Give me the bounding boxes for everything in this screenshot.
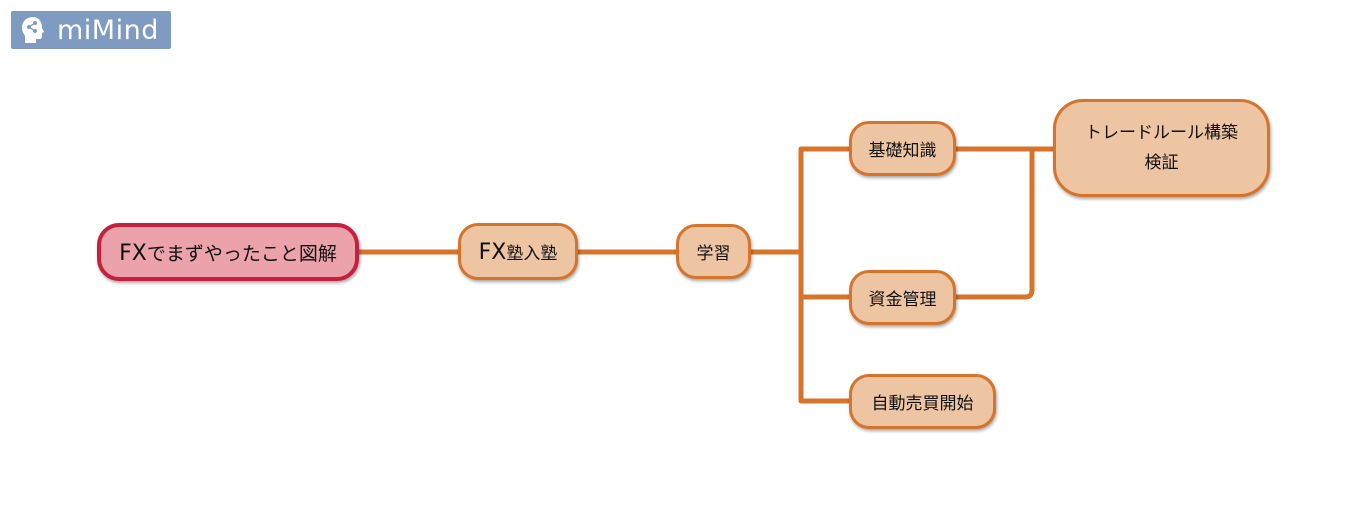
root-node-prefix: FX [119, 240, 147, 266]
node-jidou-baibai[interactable]: 自動売買開始 [849, 374, 996, 429]
node-fx-juku-prefix: FX [478, 239, 507, 265]
node-fx-juku[interactable]: FX塾入塾 [458, 223, 578, 280]
mimind-logo[interactable]: miMind [11, 11, 171, 49]
node-trade-rule-line1: トレードルール構築 [1085, 123, 1238, 143]
node-trade-rule-line2: 検証 [1144, 153, 1179, 173]
node-shikin-kanri[interactable]: 資金管理 [849, 270, 956, 325]
node-gakushu[interactable]: 学習 [676, 224, 751, 279]
node-fx-juku-label: 塾入塾 [506, 243, 558, 264]
node-trade-rule[interactable]: トレードルール構築 検証 [1053, 99, 1270, 197]
node-jidou-baibai-label: 自動売買開始 [871, 394, 974, 414]
node-kiso-chishiki-label: 基礎知識 [868, 141, 937, 161]
node-shikin-kanri-label: 資金管理 [868, 290, 937, 310]
node-kiso-chishiki[interactable]: 基礎知識 [849, 121, 956, 176]
root-node-label: でまずやったこと図解 [146, 242, 337, 265]
link-level3-level4 [955, 146, 1055, 300]
app-name: miMind [57, 14, 159, 46]
head-share-icon [22, 17, 44, 43]
link-trunk-level3 [798, 146, 852, 404]
node-gakushu-label: 学習 [696, 244, 731, 264]
root-node[interactable]: FXでまずやったこと図解 [97, 223, 359, 281]
